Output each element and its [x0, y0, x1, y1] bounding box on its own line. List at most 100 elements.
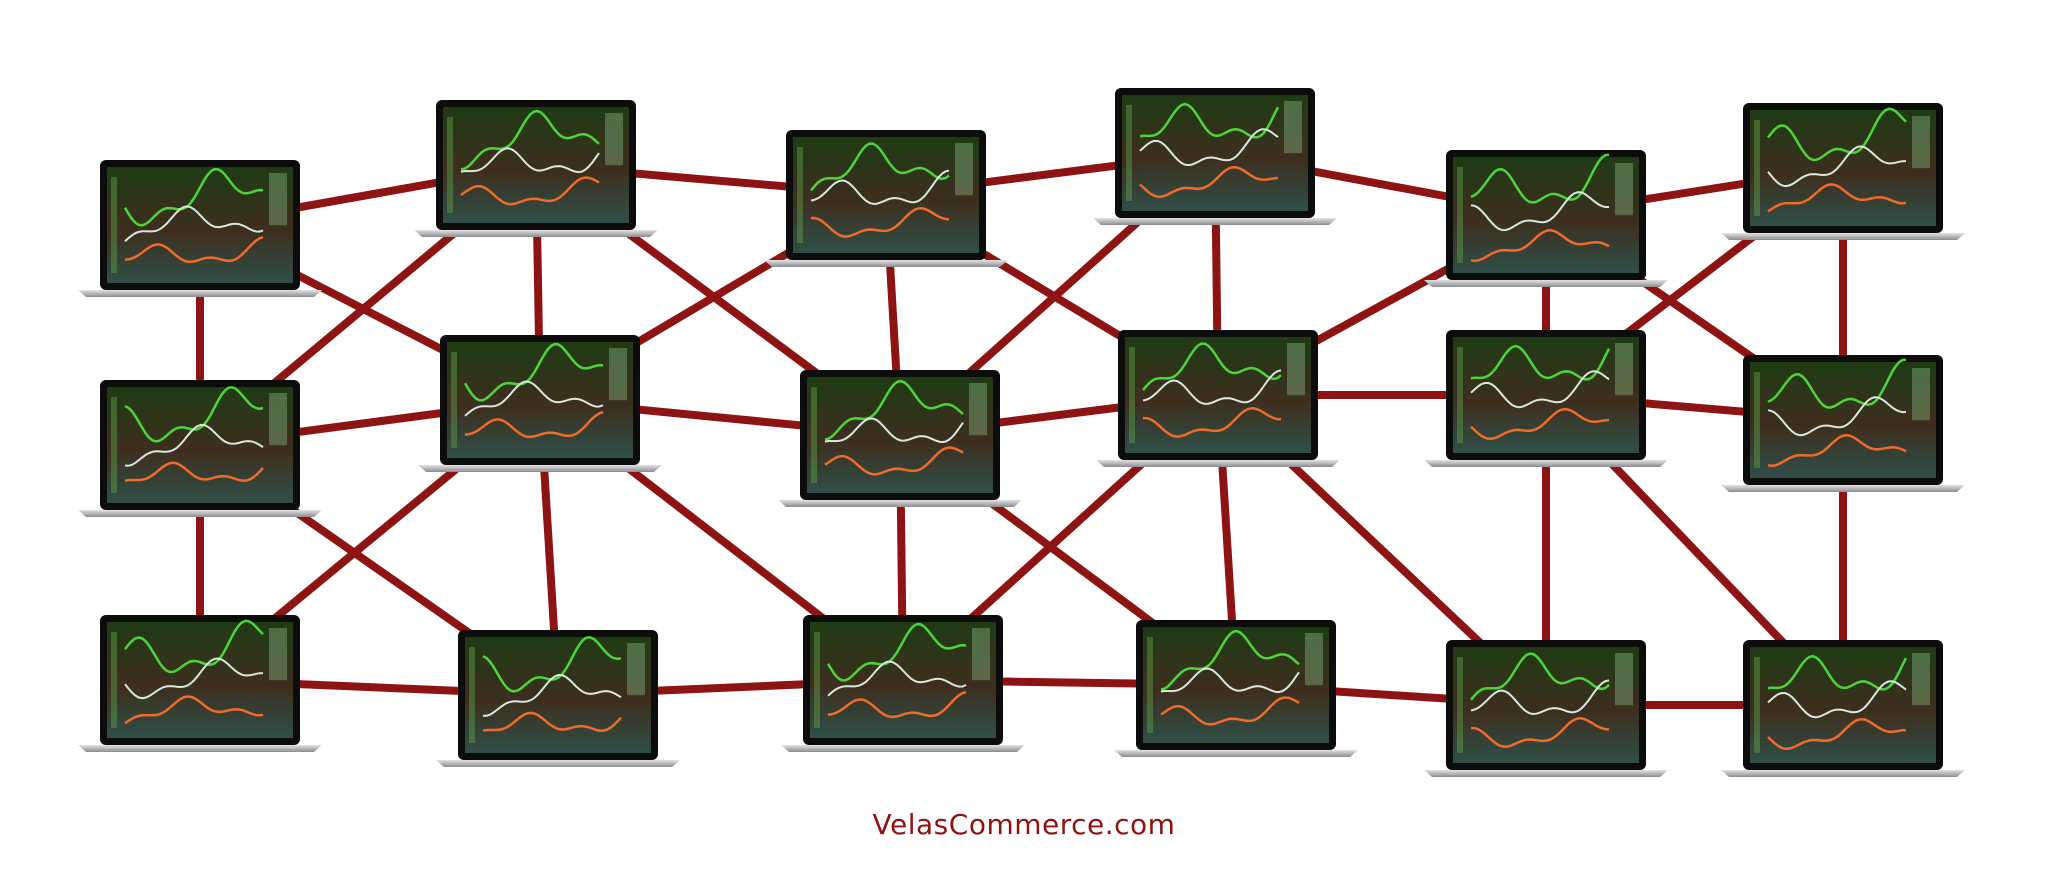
screen-ticker-panel — [1615, 653, 1633, 706]
laptop-screen — [107, 622, 293, 738]
laptop-node-icon — [781, 615, 1025, 752]
screen-ticker-panel — [269, 628, 287, 681]
screen-ticker-panel — [969, 383, 987, 436]
screen-ticker-column — [1126, 105, 1132, 201]
screen-ticker-panel — [955, 143, 973, 196]
screen-chart-line — [1767, 717, 1907, 751]
screen-chart-line — [460, 176, 600, 206]
screen-chart-line — [1143, 407, 1282, 438]
laptop-node-icon — [414, 100, 658, 237]
laptop-base — [1093, 218, 1337, 225]
laptop-node-icon — [1114, 620, 1358, 757]
screen-chart-line — [1160, 667, 1300, 694]
screen-chart-line — [1139, 128, 1279, 167]
laptop-base — [1096, 460, 1340, 467]
screen-ticker-column — [811, 387, 817, 483]
screen-ticker-panel — [1287, 343, 1305, 396]
screen-ticker-column — [1754, 372, 1760, 468]
screen-chart-line — [1470, 344, 1611, 381]
screen-ticker-column — [1754, 120, 1760, 216]
laptop-node-icon — [78, 380, 322, 517]
screen-chart-line — [1767, 396, 1907, 437]
screen-chart-line — [1767, 107, 1907, 162]
laptop-base — [436, 760, 680, 767]
screen-ticker-column — [1147, 637, 1153, 733]
screen-chart-line — [124, 236, 264, 264]
laptop-base — [414, 230, 658, 237]
screen-chart-line — [1470, 407, 1610, 440]
screen-ticker-column — [451, 352, 457, 448]
screen-chart-line — [482, 673, 622, 717]
screen-chart-line — [1142, 369, 1282, 405]
screen-ticker-column — [1754, 657, 1760, 753]
screen-ticker-column — [814, 632, 820, 728]
laptop-base — [778, 500, 1022, 507]
laptop-screen — [807, 377, 993, 493]
laptop-node-icon — [78, 160, 322, 297]
laptop-screen — [465, 637, 651, 753]
laptop-screen — [1143, 627, 1329, 743]
laptop-screen — [107, 387, 293, 503]
screen-ticker-panel — [1912, 368, 1930, 421]
laptop-screen — [447, 342, 633, 458]
laptop-screen — [1750, 110, 1936, 226]
screen-chart-line — [1767, 433, 1907, 468]
laptop-node-icon — [1721, 103, 1965, 240]
screen-chart-line — [824, 417, 964, 444]
screen-chart-line — [460, 109, 600, 171]
screen-ticker-column — [1457, 167, 1463, 263]
laptop-node-icon — [1096, 330, 1340, 467]
screen-ticker-panel — [269, 173, 287, 226]
screen-chart-line — [124, 695, 264, 725]
screen-chart-line — [464, 410, 604, 439]
laptop-base — [78, 745, 322, 752]
screen-ticker-panel — [1615, 343, 1633, 396]
laptop-node-icon — [78, 615, 322, 752]
laptop-base — [1721, 485, 1965, 492]
screen-ticker-panel — [1912, 653, 1930, 706]
screen-chart-line — [1139, 165, 1279, 198]
screen-chart-line — [460, 147, 600, 174]
laptop-node-icon — [1424, 640, 1668, 777]
screen-chart-line — [124, 461, 264, 483]
network-nodes — [78, 88, 1965, 777]
laptop-base — [1424, 280, 1668, 287]
screen-chart-line — [463, 342, 604, 402]
laptop-base — [1424, 770, 1668, 777]
screen-chart-line — [1139, 102, 1280, 139]
laptop-base — [781, 745, 1025, 752]
screen-chart-line — [1470, 652, 1610, 701]
laptop-base — [418, 465, 662, 472]
laptop-screen — [107, 167, 293, 283]
laptop-base — [78, 510, 322, 517]
screen-chart-line — [810, 207, 950, 238]
screen-chart-line — [1470, 153, 1610, 204]
screen-chart-line — [1767, 145, 1907, 188]
screen-ticker-column — [1129, 347, 1135, 443]
laptop-screen — [793, 137, 979, 253]
laptop-base — [1721, 233, 1965, 240]
laptop-screen — [1750, 362, 1936, 478]
screen-chart-line — [124, 657, 263, 700]
screen-ticker-column — [1457, 657, 1463, 753]
screen-ticker-column — [469, 647, 475, 743]
laptop-node-icon — [1721, 355, 1965, 492]
laptop-base — [1721, 770, 1965, 777]
laptop-node-icon — [418, 335, 662, 472]
screen-chart-line — [827, 660, 967, 697]
laptop-base — [78, 290, 322, 297]
screen-chart-line — [482, 711, 622, 732]
laptop-node-icon — [436, 630, 680, 767]
screen-chart-line — [1471, 717, 1610, 748]
screen-ticker-panel — [1615, 163, 1633, 216]
laptop-base — [1114, 750, 1358, 757]
screen-chart-line — [124, 423, 264, 467]
footer-website-url: VelasCommerce.com — [872, 808, 1176, 841]
laptop-node-icon — [778, 370, 1022, 507]
laptop-base — [1424, 460, 1668, 467]
screen-ticker-panel — [972, 628, 990, 681]
screen-chart-line — [1767, 654, 1908, 691]
screen-chart-line — [824, 379, 964, 441]
laptop-screen — [1453, 157, 1639, 273]
